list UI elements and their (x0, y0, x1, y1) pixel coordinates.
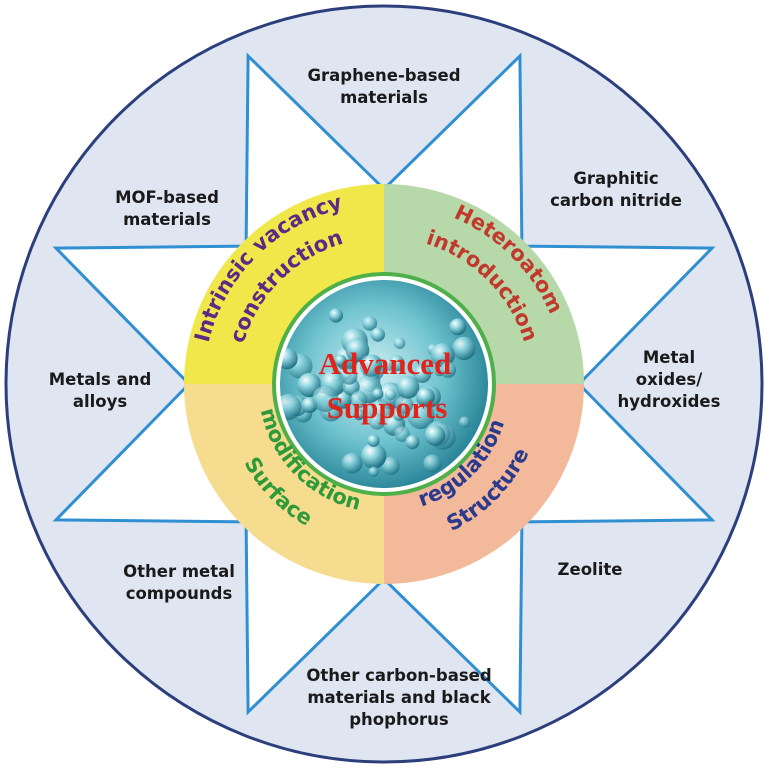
sphere (396, 375, 420, 399)
center-title: Advanced Supports (319, 346, 452, 425)
sphere (341, 368, 358, 385)
sphere-cluster (280, 308, 476, 477)
sphere (362, 316, 378, 331)
sphere (388, 355, 405, 372)
sphere (345, 338, 370, 362)
sphere (369, 413, 385, 430)
sphere (384, 388, 397, 401)
sphere (359, 354, 382, 377)
sphere (458, 416, 471, 428)
sphere (350, 391, 368, 408)
center-title-line2: Supports (327, 390, 448, 425)
sphere (424, 425, 446, 446)
label-other-carbon-based-materials: Other carbon-based materials and black p… (306, 666, 492, 729)
sphere (449, 318, 467, 336)
label-zeolite: Zeolite (557, 560, 623, 579)
label-graphene-based-materials: Graphene-based materials (307, 66, 461, 107)
label-graphitic-carbon-nitride: Graphitic carbon nitride (550, 169, 682, 210)
label-mof-based-materials: MOF-based materials (115, 188, 219, 229)
label-other-metal-compounds: Other metal compounds (123, 562, 235, 603)
sphere (394, 426, 410, 442)
sphere (367, 434, 380, 447)
sphere (328, 308, 343, 323)
sphere (440, 361, 457, 378)
sphere (312, 385, 339, 412)
sphere (405, 435, 420, 450)
sphere (370, 327, 385, 342)
sphere (368, 466, 379, 477)
sphere (395, 395, 414, 414)
sphere (407, 401, 435, 430)
sphere (361, 443, 387, 469)
sphere (423, 454, 442, 473)
sphere (393, 337, 406, 350)
sphere (413, 365, 432, 383)
sphere (393, 410, 405, 421)
sphere (416, 387, 435, 406)
label-metal-oxides-hydroxides: Metal oxides/ hydroxides (617, 348, 721, 411)
sphere (452, 336, 476, 361)
sphere (430, 343, 455, 368)
sphere (341, 452, 363, 474)
center-title-line1: Advanced (319, 346, 452, 381)
sphere (381, 456, 400, 476)
sphere (353, 408, 365, 421)
label-metals-and-alloys: Metals and alloys (48, 370, 152, 411)
sphere (372, 388, 384, 400)
sphere (334, 354, 347, 367)
